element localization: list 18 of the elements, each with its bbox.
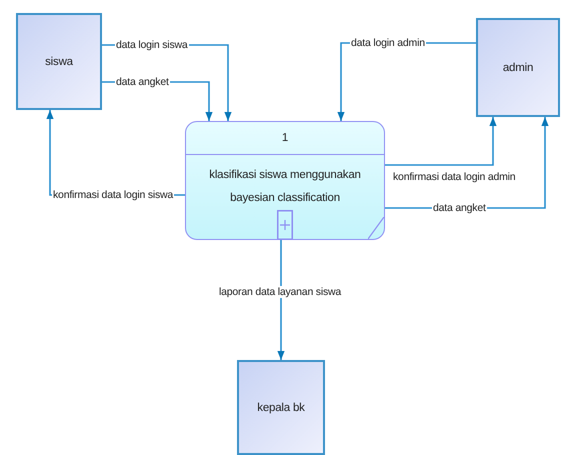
edge-label: data login siswa	[115, 39, 189, 51]
edge-label: konfirmasi data login siswa	[52, 189, 174, 201]
process-box	[185, 121, 385, 240]
entity-label: siswa	[45, 56, 73, 68]
process-label: klasifikasi siswa menggunakan bayesian classification	[209, 169, 361, 204]
edge-label: laporan data layanan siswa	[218, 286, 342, 298]
edge-label: konfirmasi data login admin	[392, 171, 516, 183]
arrow	[385, 117, 497, 166]
entity-label: kepala bk	[257, 402, 305, 414]
external-entity-box	[16, 13, 102, 110]
external-entity-box	[476, 18, 560, 117]
edge-label: data angket	[432, 202, 487, 214]
external-entity-box	[237, 360, 325, 455]
entity-label: admin	[502, 62, 534, 74]
process-number: 1	[282, 132, 288, 144]
arrow	[277, 240, 285, 360]
edge-label: data angket	[115, 76, 170, 88]
edge-label: data login admin	[350, 37, 426, 49]
